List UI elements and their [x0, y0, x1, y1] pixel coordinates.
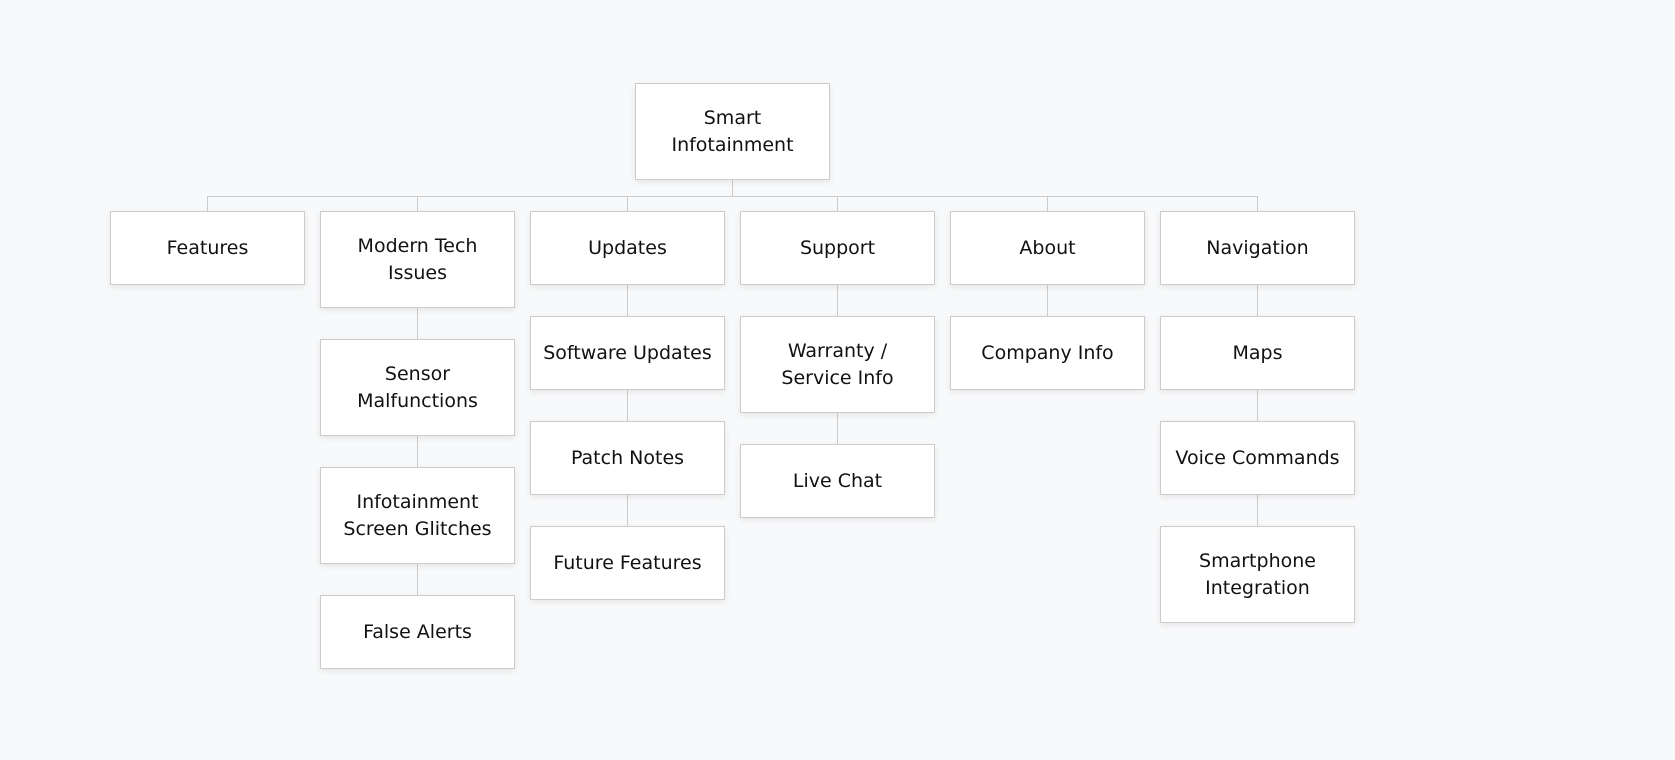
- node-label: Sensor Malfunctions: [357, 362, 478, 412]
- node-navigation[interactable]: Navigation: [1160, 211, 1355, 285]
- connector-root-down: [732, 180, 733, 196]
- node-voice-commands[interactable]: Voice Commands: [1160, 421, 1355, 495]
- node-about[interactable]: About: [950, 211, 1145, 285]
- node-label: Modern Tech Issues: [357, 234, 478, 284]
- connector-col5: [1047, 196, 1048, 211]
- node-patch-notes[interactable]: Patch Notes: [530, 421, 725, 495]
- node-future-features[interactable]: Future Features: [530, 526, 725, 600]
- connector-col2-chain: [417, 308, 418, 595]
- node-company-info[interactable]: Company Info: [950, 316, 1145, 390]
- node-label: Support: [799, 236, 876, 259]
- node-label: Navigation: [1206, 236, 1309, 259]
- node-label: Smart Infotainment: [671, 107, 794, 156]
- node-software-updates[interactable]: Software Updates: [530, 316, 725, 390]
- node-label: Software Updates: [543, 341, 712, 364]
- connector-col5-chain: [1047, 285, 1048, 316]
- connector-col4: [837, 196, 838, 211]
- node-label: Features: [166, 236, 249, 259]
- node-maps[interactable]: Maps: [1160, 316, 1355, 390]
- connector-col2: [417, 196, 418, 211]
- connector-col1: [207, 196, 208, 211]
- connector-col6-chain: [1257, 285, 1258, 526]
- node-label: Warranty / Service Info: [781, 339, 894, 389]
- connector-level1-bar: [207, 196, 1258, 197]
- node-label: False Alerts: [363, 620, 472, 643]
- node-label: Infotainment Screen Glitches: [343, 490, 492, 540]
- node-false-alerts[interactable]: False Alerts: [320, 595, 515, 669]
- node-live-chat[interactable]: Live Chat: [740, 444, 935, 518]
- node-label: Future Features: [553, 551, 702, 574]
- node-support[interactable]: Support: [740, 211, 935, 285]
- node-root[interactable]: Smart Infotainment: [635, 83, 830, 180]
- connector-col3: [627, 196, 628, 211]
- connector-col3-chain: [627, 285, 628, 526]
- node-label: Patch Notes: [570, 446, 685, 469]
- node-label: About: [1019, 236, 1076, 259]
- connector-col6: [1257, 196, 1258, 211]
- node-label: Maps: [1232, 341, 1283, 364]
- node-modern-tech-issues[interactable]: Modern Tech Issues: [320, 211, 515, 308]
- node-sensor-malfunctions[interactable]: Sensor Malfunctions: [320, 339, 515, 436]
- node-label: Smartphone Integration: [1199, 549, 1316, 599]
- node-smartphone-integration[interactable]: Smartphone Integration: [1160, 526, 1355, 623]
- node-label: Updates: [588, 236, 667, 259]
- node-features[interactable]: Features: [110, 211, 305, 285]
- node-label: Voice Commands: [1175, 446, 1340, 469]
- node-label: Live Chat: [792, 469, 883, 492]
- node-label: Company Info: [981, 341, 1114, 364]
- node-warranty-service-info[interactable]: Warranty / Service Info: [740, 316, 935, 413]
- node-infotainment-screen-glitches[interactable]: Infotainment Screen Glitches: [320, 467, 515, 564]
- node-updates[interactable]: Updates: [530, 211, 725, 285]
